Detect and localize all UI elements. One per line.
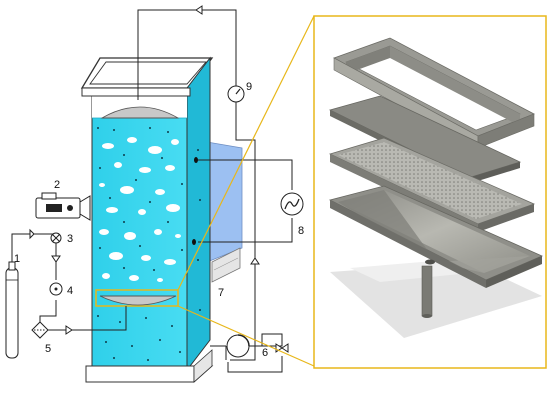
particles — [97, 127, 201, 361]
sparger-detail-panel — [313, 15, 547, 369]
gas-bubbles — [99, 137, 181, 282]
label-heat-exchanger: 8 — [298, 225, 304, 237]
label-pump: 6 — [262, 347, 268, 359]
gas-filter — [31, 321, 49, 339]
video-camera — [35, 192, 91, 221]
label-camera: 2 — [54, 179, 60, 191]
label-flow-meter: 4 — [67, 285, 73, 297]
heat-exchanger — [280, 192, 304, 216]
label-gas-filter: 5 — [45, 343, 51, 355]
reactor-column — [80, 56, 214, 383]
gas-circuit-pipes — [11, 5, 293, 373]
heater-plate — [211, 247, 241, 283]
gas-cylinder — [5, 261, 19, 359]
label-flow-regulator: 3 — [67, 233, 73, 245]
label-gas-cylinder: 1 — [14, 253, 20, 265]
callout-lines — [177, 15, 315, 367]
temperature-probes — [192, 157, 198, 245]
funnel-base — [328, 185, 544, 318]
label-gauge: 9 — [246, 81, 252, 93]
gas-sparger — [95, 289, 179, 307]
label-heater-plate: 7 — [218, 287, 224, 299]
flow-meter — [49, 282, 63, 296]
pressure-gauge — [227, 85, 245, 103]
component-labels: 1 2 3 4 5 6 7 8 9 — [14, 81, 304, 359]
flow-regulator — [50, 232, 62, 244]
circulation-pump — [226, 334, 250, 358]
